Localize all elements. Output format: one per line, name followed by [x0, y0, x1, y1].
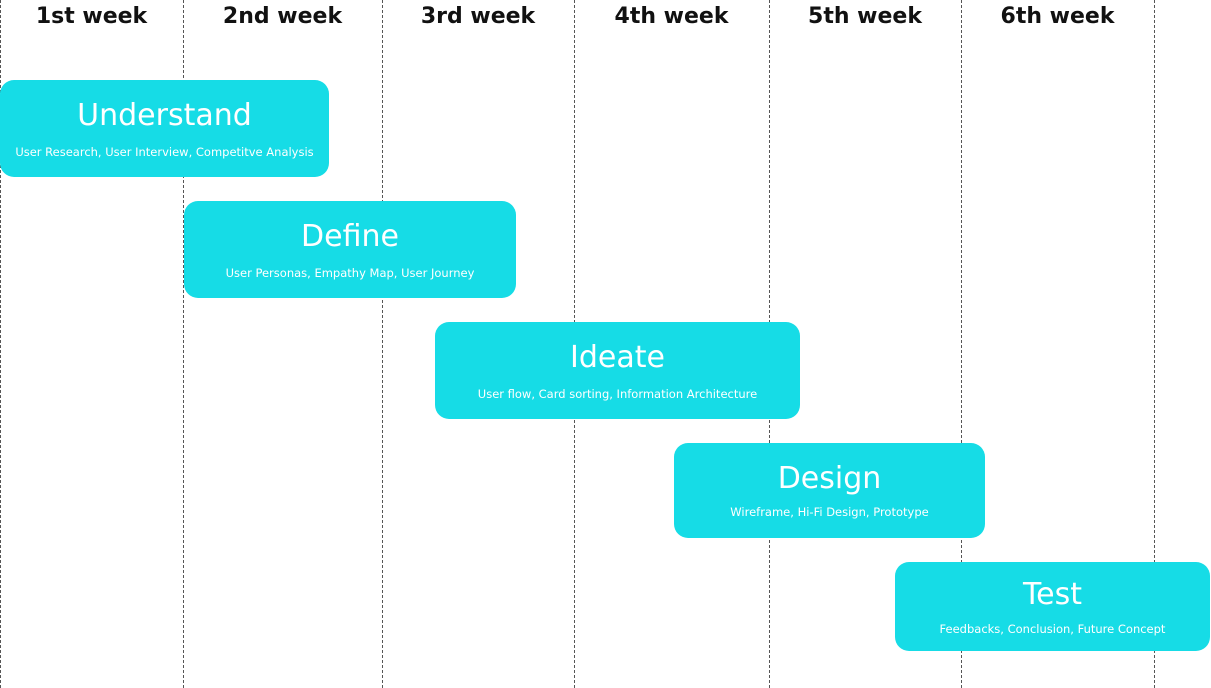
week-header-3: 3rd week — [420, 4, 536, 29]
phase-subtitle: User flow, Card sorting, Information Arc… — [477, 387, 758, 401]
phase-title: Test — [1022, 577, 1083, 612]
week-header-2: 2nd week — [222, 4, 343, 29]
week-divider — [382, 0, 383, 688]
phase-subtitle: User Personas, Empathy Map, User Journey — [225, 266, 475, 280]
phase-subtitle: Feedbacks, Conclusion, Future Concept — [939, 622, 1166, 636]
week-divider — [1154, 0, 1155, 688]
week-header-6: 6th week — [1000, 4, 1115, 29]
week-header-5: 5th week — [808, 4, 922, 29]
phase-understand: Understand User Research, User Interview… — [0, 80, 329, 177]
phase-title: Ideate — [570, 340, 665, 375]
week-divider — [0, 0, 1, 688]
phase-title: Understand — [77, 98, 252, 133]
phase-title: Define — [301, 219, 399, 254]
phase-design: Design Wireframe, Hi-Fi Design, Prototyp… — [674, 443, 985, 538]
phase-ideate: Ideate User flow, Card sorting, Informat… — [435, 322, 800, 419]
phase-test: Test Feedbacks, Conclusion, Future Conce… — [895, 562, 1210, 651]
week-divider — [183, 0, 184, 688]
week-divider — [961, 0, 962, 688]
phase-define: Define User Personas, Empathy Map, User … — [184, 201, 516, 298]
phase-subtitle: Wireframe, Hi-Fi Design, Prototype — [730, 505, 929, 519]
phase-subtitle: User Research, User Interview, Competitv… — [15, 145, 314, 159]
week-header-4: 4th week — [614, 4, 729, 29]
week-header-1: 1st week — [35, 4, 148, 29]
phase-title: Design — [777, 461, 882, 496]
